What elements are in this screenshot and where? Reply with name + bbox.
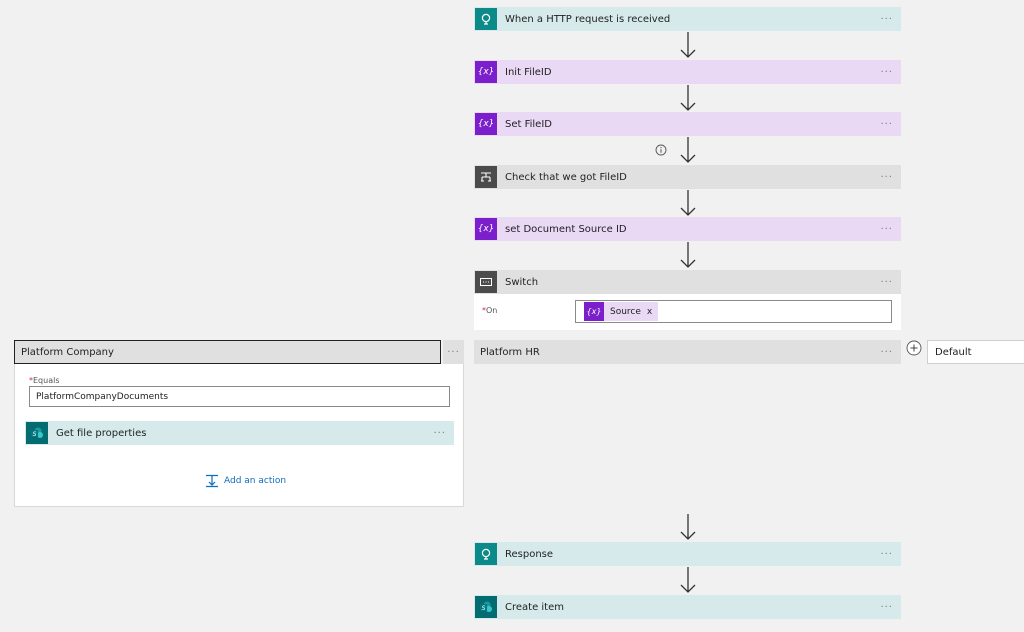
step-title: When a HTTP request is received [505,13,671,25]
more-options-button[interactable]: ··· [433,427,446,439]
switch-header[interactable]: Switch ··· [474,270,901,294]
more-options-button[interactable]: ··· [880,276,893,288]
flow-arrow [680,85,696,111]
sharepoint-icon: S [26,422,48,444]
add-action-label: Add an action [224,476,287,486]
add-case-icon[interactable] [906,340,922,356]
case-title: Platform Company [21,346,114,358]
step-title: Get file properties [56,427,147,439]
case-default-header[interactable]: Default [927,340,1024,364]
more-options-button[interactable]: ··· [880,601,893,613]
variable-icon: {x} [584,302,604,321]
token-label: Source [610,306,641,317]
switch-icon [475,271,497,293]
step-check-fileid[interactable]: Check that we got FileID ··· [474,165,901,189]
variable-icon: {x} [475,113,497,135]
step-set-document-source[interactable]: {x} set Document Source ID ··· [474,217,901,241]
condition-icon [475,166,497,188]
on-label: *On [482,306,498,315]
case-title: Default [935,346,972,358]
step-set-fileid[interactable]: {x} Set FileID ··· [474,112,901,136]
step-init-fileid[interactable]: {x} Init FileID ··· [474,60,901,84]
case-platform-hr-header[interactable]: Platform HR ··· [474,340,901,364]
more-options-button[interactable]: ··· [880,66,893,78]
flow-arrow [680,514,696,540]
source-token[interactable]: {x} Source x [584,302,659,321]
flow-arrow [680,242,696,268]
svg-text:S: S [33,431,37,438]
flow-arrow [680,190,696,216]
switch-on-field[interactable]: {x} Source x [575,300,892,323]
step-title: Response [505,548,554,560]
variable-icon: {x} [475,218,497,240]
switch-card: Switch ··· *On {x} Source x [474,270,901,330]
step-response[interactable]: Response ··· [474,542,901,566]
case-platform-company-header[interactable]: Platform Company [14,340,441,364]
flow-arrow [680,137,696,163]
step-title: Init FileID [505,66,552,78]
step-title: Check that we got FileID [505,171,627,183]
more-options-button[interactable]: ··· [880,223,893,235]
more-options-button[interactable]: ··· [880,13,893,25]
case-platform-company-body: *Equals PlatformCompanyDocuments S Get f… [14,364,464,507]
more-options-button[interactable]: ··· [880,346,893,358]
more-options-button[interactable]: ··· [880,548,893,560]
step-title: Create item [505,601,564,613]
svg-text:S: S [482,605,486,612]
more-options-button[interactable]: ··· [880,171,893,183]
more-options-button[interactable]: ··· [880,118,893,130]
variable-icon: {x} [475,61,497,83]
step-title: Switch [505,276,539,288]
equals-input[interactable]: PlatformCompanyDocuments [29,386,450,407]
equals-label: *Equals [29,376,60,385]
info-icon[interactable] [655,144,667,156]
add-action-icon [206,474,218,488]
case-title: Platform HR [480,346,540,358]
http-request-icon [475,8,497,30]
add-an-action-button[interactable]: Add an action [205,474,286,488]
sharepoint-icon: S [475,596,497,618]
step-get-file-properties[interactable]: S Get file properties ··· [25,421,454,445]
step-create-item[interactable]: S Create item ··· [474,595,901,619]
step-title: Set FileID [505,118,552,130]
flow-arrow [680,32,696,58]
http-request-icon [475,543,497,565]
more-options-button[interactable]: ··· [443,340,464,364]
flow-arrow [680,567,696,593]
step-http-trigger[interactable]: When a HTTP request is received ··· [474,7,901,31]
token-remove-button[interactable]: x [646,306,653,317]
step-title: set Document Source ID [505,223,627,235]
